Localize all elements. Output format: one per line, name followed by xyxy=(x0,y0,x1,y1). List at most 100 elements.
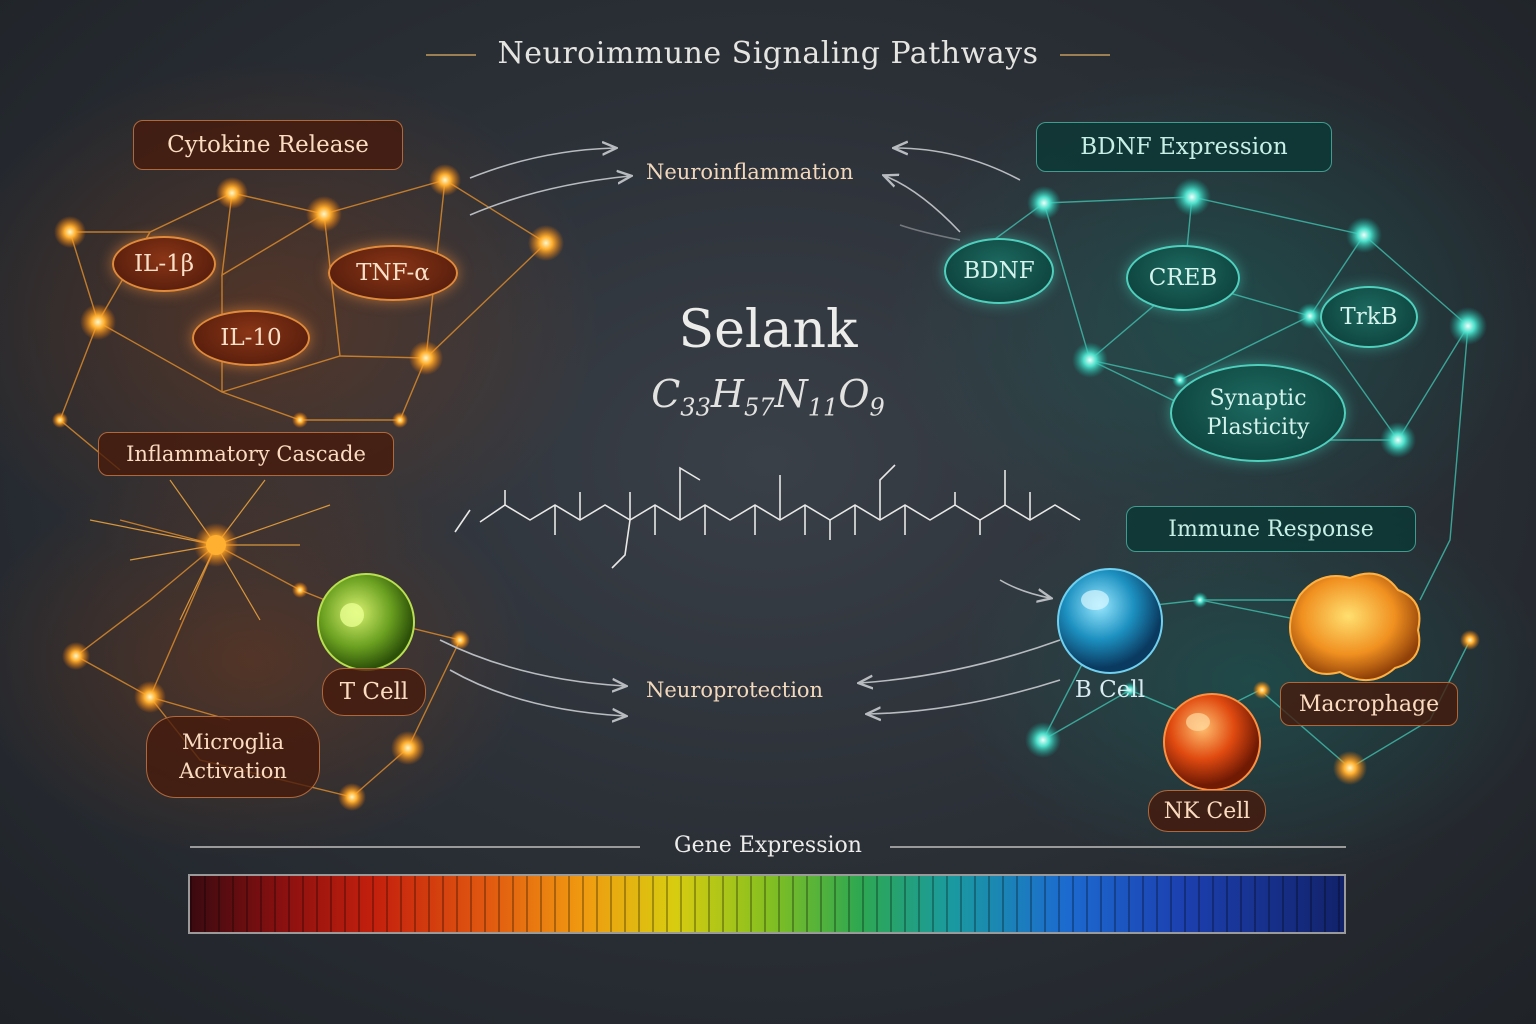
orange-node xyxy=(54,216,86,248)
diagram-title: Neuroimmune Signaling Pathways xyxy=(425,36,1111,71)
teal-node xyxy=(1192,592,1208,608)
arrow-from-right-faint xyxy=(899,224,961,241)
cytokine-release-text: Cytokine Release xyxy=(167,132,369,158)
orange-node xyxy=(1460,630,1480,650)
creb-text: CREB xyxy=(1148,265,1218,291)
immune-response-text: Immune Response xyxy=(1168,516,1374,542)
macrophage-label: Macrophage xyxy=(1280,682,1458,726)
inflammatory-cascade-label: Inflammatory Cascade xyxy=(98,432,394,476)
formula-h-count: 57 xyxy=(743,393,775,422)
t-cell-text: T Cell xyxy=(339,679,409,705)
teal-node xyxy=(1025,722,1061,758)
gene-expression-bar xyxy=(188,874,1346,934)
formula-o-count: 9 xyxy=(869,393,885,422)
orange-node xyxy=(134,681,166,713)
arrow-to-neuroinflammation-bottom xyxy=(469,176,630,216)
t-cell-label: T Cell xyxy=(322,668,426,716)
orange-nodes xyxy=(52,164,564,811)
orange-node xyxy=(392,412,408,428)
tnfa-text: TNF-α xyxy=(356,260,430,286)
formula-h: H xyxy=(710,372,744,416)
b-cell-icon xyxy=(1057,568,1163,674)
teal-nodes xyxy=(972,178,1487,785)
neuroprotection-label: Neuroprotection xyxy=(646,678,824,702)
compound-name: Selank xyxy=(678,300,858,360)
il10-text: IL-10 xyxy=(220,325,282,351)
orange-node xyxy=(292,412,308,428)
teal-node xyxy=(1172,372,1188,388)
orange-node xyxy=(62,642,90,670)
microglia-text-line1: Microglia xyxy=(181,730,285,754)
teal-node xyxy=(1346,217,1382,253)
arrow-from-bcell-top xyxy=(860,639,1061,683)
teal-node xyxy=(1449,307,1487,345)
nk-cell-label: NK Cell xyxy=(1148,790,1266,832)
arrow-to-neuroinflammation-top xyxy=(469,148,615,179)
formula-c-count: 33 xyxy=(680,393,711,422)
synaptic-text-line1: Synaptic xyxy=(1209,386,1307,411)
nk-cell-icon xyxy=(1163,693,1261,791)
orange-node xyxy=(391,731,425,765)
microglia-activation-label: Microglia Activation xyxy=(146,716,320,798)
formula-n-count: 11 xyxy=(807,393,839,422)
peptide-branch xyxy=(879,464,896,520)
orange-node xyxy=(429,164,461,196)
orange-node xyxy=(306,196,342,232)
teal-node xyxy=(1027,186,1061,220)
b-cell-highlight xyxy=(1081,590,1109,610)
teal-node xyxy=(1072,342,1108,378)
trkb-node: TrkB xyxy=(1320,286,1418,348)
microglia-text-line2: Activation xyxy=(179,759,287,783)
middle-arrows xyxy=(439,148,1061,716)
molecular-formula: C33H57N11O9 xyxy=(568,372,968,422)
teal-node xyxy=(1173,178,1211,216)
teal-node xyxy=(1122,682,1138,698)
teal-node xyxy=(1297,303,1323,329)
inflammatory-cascade-text: Inflammatory Cascade xyxy=(126,442,366,466)
tnfa-node: TNF-α xyxy=(328,245,458,301)
peptide-branch xyxy=(454,509,471,533)
orange-node xyxy=(1253,681,1271,699)
bdnf-expression-label: BDNF Expression xyxy=(1036,122,1332,172)
formula-c: C xyxy=(651,372,681,416)
t-cell-nucleus xyxy=(340,603,364,627)
orange-node xyxy=(292,582,308,598)
peptide-branch xyxy=(679,466,701,520)
b-cell-text: B Cell xyxy=(1074,677,1146,703)
peptide-branch xyxy=(611,519,631,569)
bdnf-text: BDNF xyxy=(963,258,1035,284)
macrophage-icon xyxy=(1289,572,1421,681)
nk-cell-text: NK Cell xyxy=(1163,798,1251,824)
orange-node xyxy=(528,225,564,261)
gene-expression-title: Gene Expression xyxy=(674,833,862,858)
bdnf-expression-text: BDNF Expression xyxy=(1080,134,1288,160)
neuroinflammation-label: Neuroinflammation xyxy=(646,160,854,184)
microglia-core xyxy=(206,535,226,555)
arrow-to-neuroprotection-top xyxy=(439,639,625,686)
arrow-to-bcell xyxy=(999,579,1050,598)
il1b-text: IL-1β xyxy=(133,251,195,277)
synaptic-text-line2: Plasticity xyxy=(1206,415,1310,440)
orange-node xyxy=(52,412,68,428)
formula-n: N xyxy=(774,372,808,416)
arrow-from-right-bottom xyxy=(885,176,961,233)
orange-node xyxy=(216,177,248,209)
orange-node xyxy=(1333,751,1367,785)
teal-node xyxy=(1380,422,1416,458)
orange-node xyxy=(450,630,470,650)
orange-node xyxy=(338,783,366,811)
nk-cell-highlight xyxy=(1186,713,1210,731)
arrow-to-neuroprotection-bottom xyxy=(449,669,625,716)
il1b-node: IL-1β xyxy=(112,236,216,292)
b-cell-label: B Cell xyxy=(1060,672,1160,708)
bdnf-node: BDNF xyxy=(944,238,1054,304)
orange-node xyxy=(409,341,443,375)
immune-response-label: Immune Response xyxy=(1126,506,1416,552)
formula-o: O xyxy=(838,372,870,416)
il10-node: IL-10 xyxy=(192,310,310,366)
t-cell-icon xyxy=(317,573,415,671)
trkb-text: TrkB xyxy=(1340,304,1398,330)
arrow-from-right-top xyxy=(895,148,1021,181)
title-container: Neuroimmune Signaling Pathways xyxy=(0,36,1536,71)
